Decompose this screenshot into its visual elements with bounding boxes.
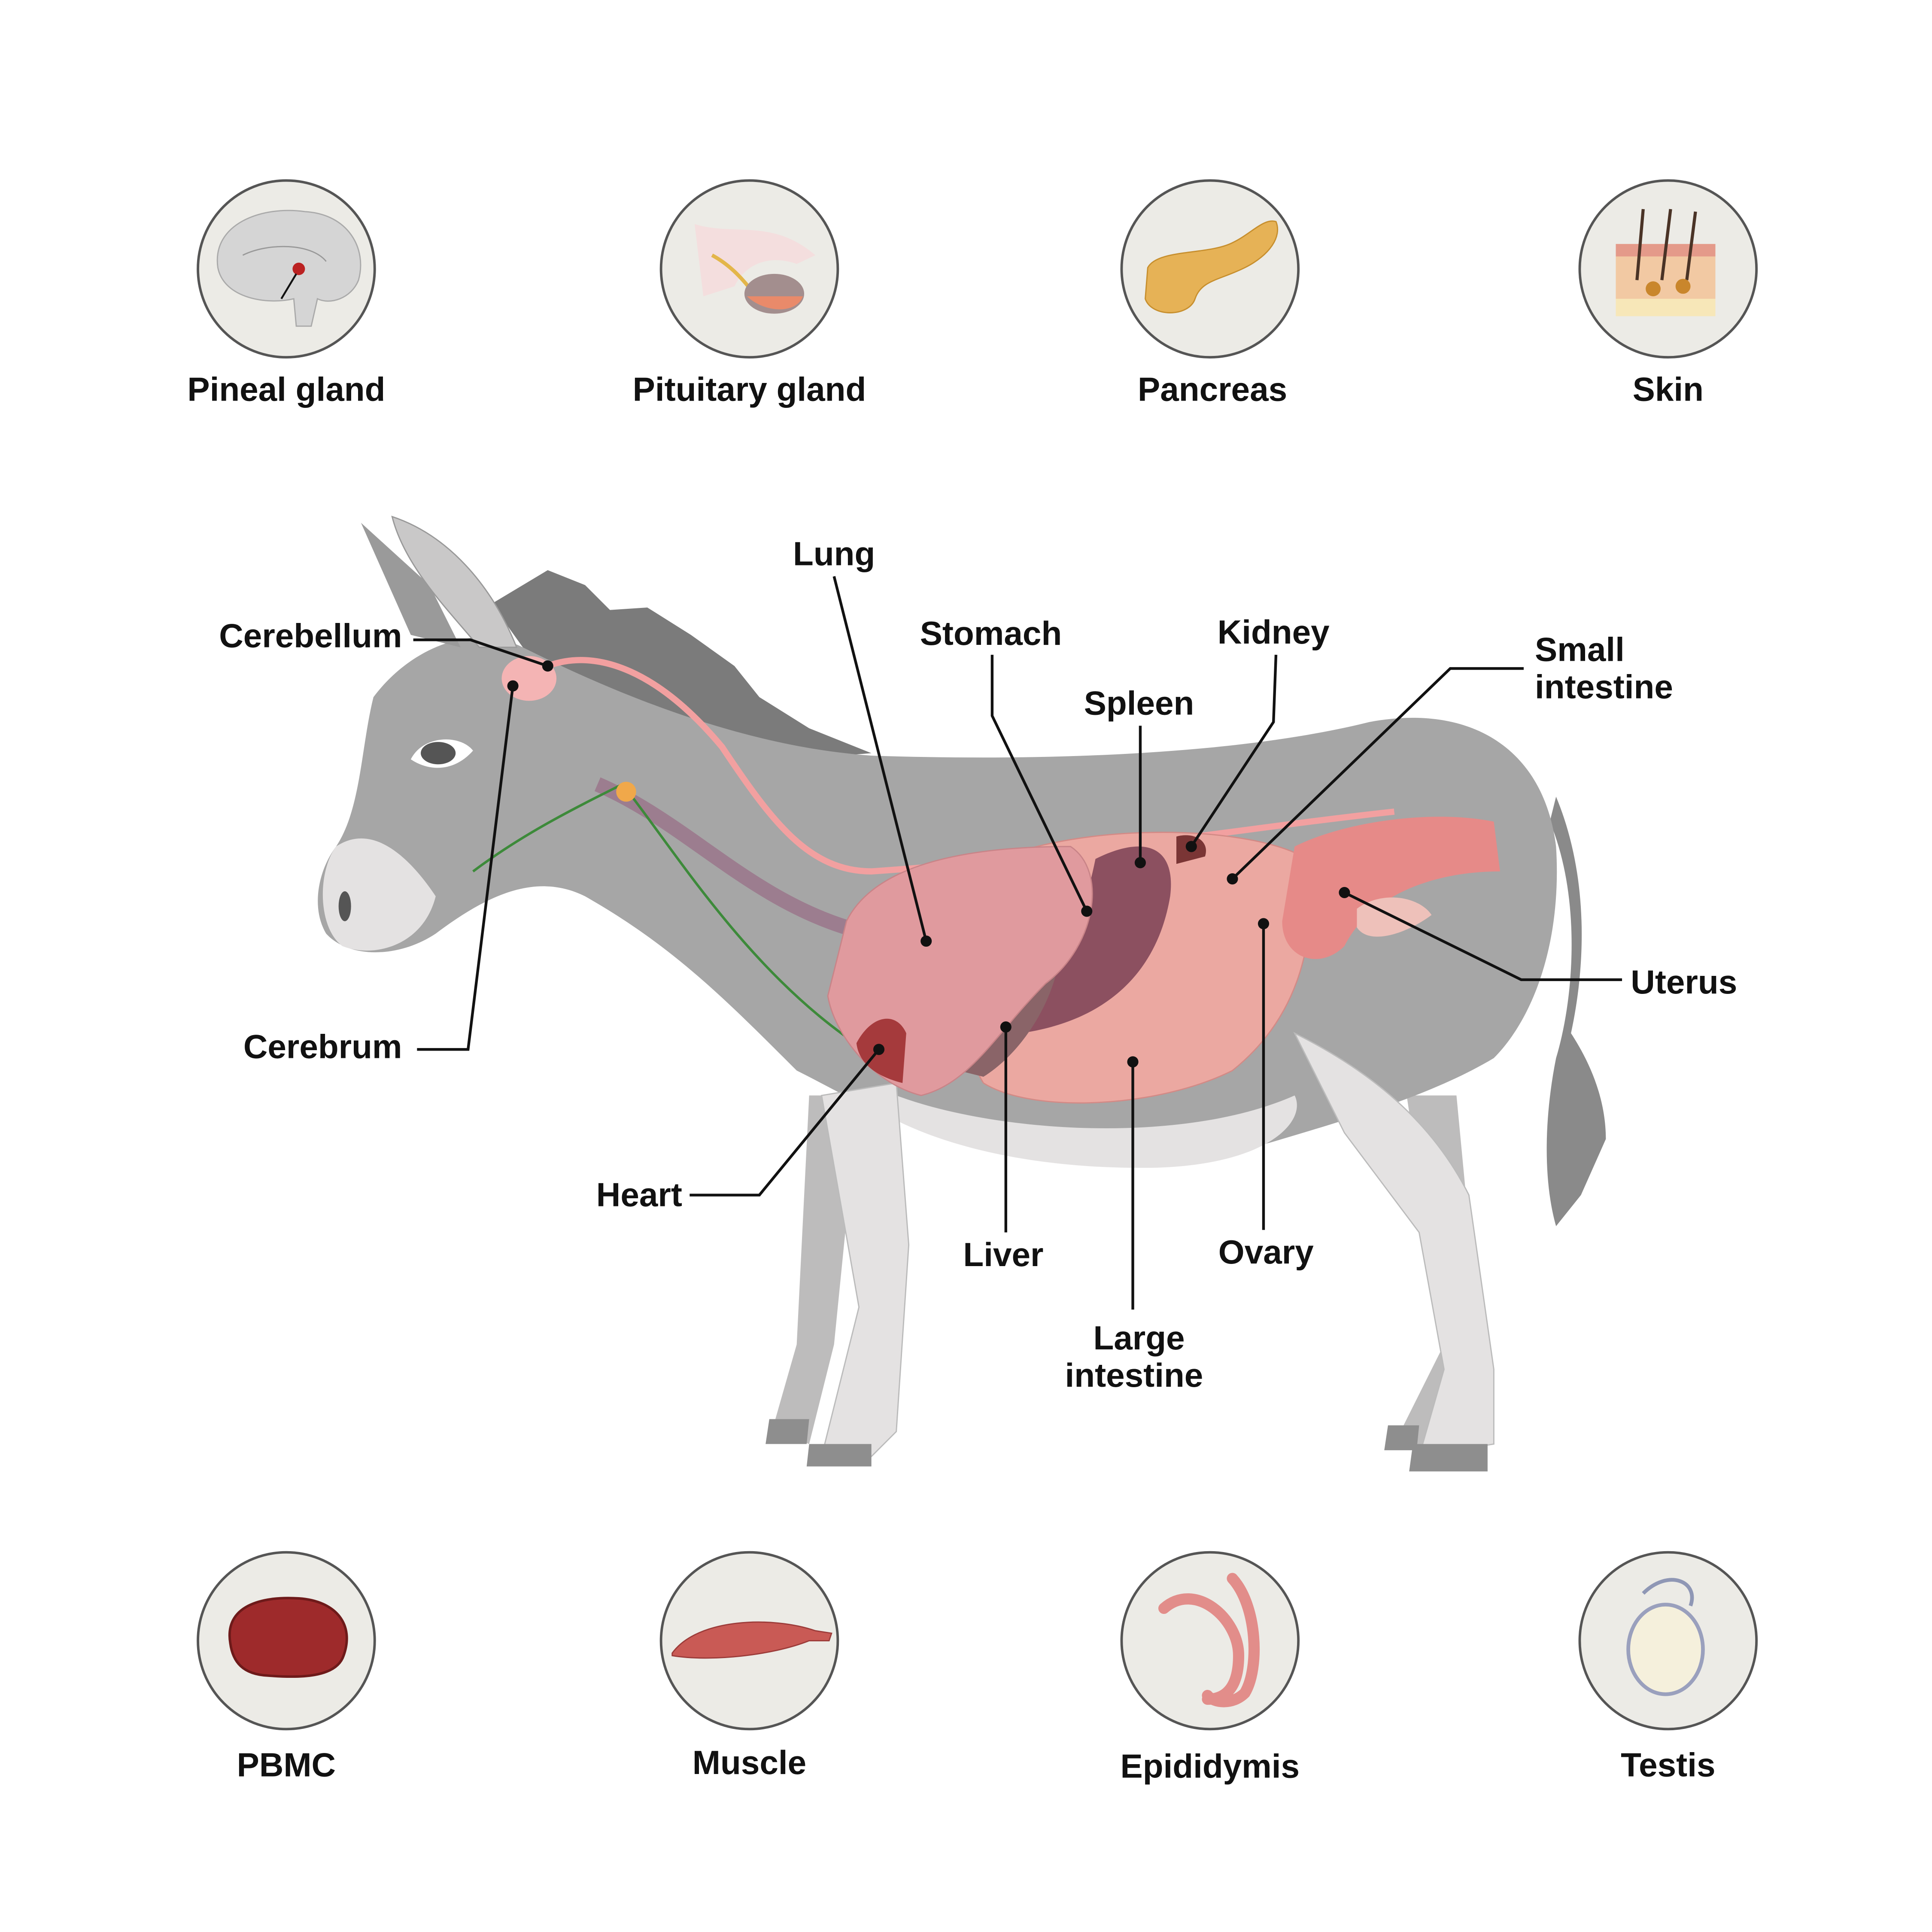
spleen-organ bbox=[1021, 846, 1171, 1033]
muscle-icon bbox=[671, 1621, 832, 1659]
tissue-pineal-gland: Pineal gland bbox=[187, 179, 385, 408]
hind-leg bbox=[1293, 1032, 1495, 1458]
hooves bbox=[766, 1419, 1488, 1472]
skin-icon bbox=[1616, 209, 1716, 316]
callout-liver: Liver bbox=[963, 1021, 1044, 1273]
label-heart: Heart bbox=[596, 1176, 682, 1214]
label-testis: Testis bbox=[1621, 1746, 1715, 1784]
label-ovary: Ovary bbox=[1218, 1233, 1314, 1271]
callout-heart: Heart bbox=[596, 1044, 885, 1214]
lymph-nodes bbox=[472, 783, 860, 1047]
tissue-testis: Testis bbox=[1578, 1551, 1758, 1784]
tissue-pbmc: PBMC bbox=[197, 1551, 376, 1784]
donkey-illustration bbox=[318, 516, 1606, 1472]
label-small-intestine-line2: intestine bbox=[1535, 668, 1673, 706]
pancreas-icon bbox=[1145, 220, 1279, 313]
ear-left bbox=[361, 522, 461, 647]
label-liver: Liver bbox=[963, 1236, 1043, 1273]
tissue-epididymis: Epididymis bbox=[1120, 1551, 1300, 1785]
callout-small-intestine: Small intestine bbox=[1227, 631, 1673, 885]
mane bbox=[492, 570, 872, 759]
label-muscle: Muscle bbox=[693, 1744, 806, 1781]
eye-pupil bbox=[421, 742, 456, 765]
label-pancreas: Pancreas bbox=[1138, 371, 1287, 408]
label-cerebellum: Cerebellum bbox=[219, 617, 402, 655]
label-pineal-gland: Pineal gland bbox=[187, 371, 385, 408]
callout-kidney: Kidney bbox=[1185, 613, 1330, 852]
tissue-muscle: Muscle bbox=[659, 1551, 839, 1781]
uterus-organ bbox=[1282, 817, 1500, 959]
label-skin: Skin bbox=[1633, 371, 1704, 408]
testis-icon bbox=[1626, 1578, 1705, 1696]
nostril bbox=[338, 891, 351, 921]
callout-cerebrum: Cerebrum bbox=[243, 680, 519, 1066]
tail bbox=[1546, 796, 1606, 1226]
tissue-pancreas: Pancreas bbox=[1120, 179, 1300, 408]
callout-lung: Lung bbox=[793, 535, 932, 947]
label-pbmc: PBMC bbox=[237, 1746, 336, 1784]
brain-icon bbox=[216, 210, 361, 327]
label-large-intestine-line1: Large bbox=[1093, 1319, 1185, 1357]
pituitary-icon bbox=[694, 224, 816, 314]
badge-circle bbox=[659, 179, 839, 359]
muzzle bbox=[322, 838, 436, 951]
label-kidney: Kidney bbox=[1218, 613, 1330, 651]
thyroid bbox=[616, 781, 636, 802]
ear-right bbox=[391, 516, 518, 648]
callout-ovary: Ovary bbox=[1218, 918, 1314, 1271]
tissue-pituitary-gland: Pituitary gland bbox=[633, 179, 866, 408]
label-pituitary-gland: Pituitary gland bbox=[633, 371, 866, 408]
label-small-intestine-line1: Small bbox=[1535, 631, 1625, 668]
callout-uterus: Uterus bbox=[1339, 887, 1737, 1001]
label-cerebrum: Cerebrum bbox=[243, 1028, 402, 1066]
tissue-skin: Skin bbox=[1578, 179, 1758, 408]
callout-cerebellum: Cerebellum bbox=[219, 617, 553, 672]
label-large-intestine-line2: intestine bbox=[1065, 1356, 1203, 1394]
label-spleen: Spleen bbox=[1084, 684, 1194, 722]
label-lung: Lung bbox=[793, 535, 875, 572]
label-uterus: Uterus bbox=[1631, 963, 1737, 1001]
trachea bbox=[594, 777, 849, 935]
callout-large-intestine: Large intestine bbox=[1065, 1056, 1203, 1394]
label-stomach: Stomach bbox=[920, 614, 1062, 652]
callout-spleen: Spleen bbox=[1084, 684, 1194, 869]
callout-stomach: Stomach bbox=[920, 614, 1093, 917]
label-epididymis: Epididymis bbox=[1121, 1747, 1300, 1785]
epididymis-icon bbox=[1158, 1573, 1260, 1707]
belly bbox=[896, 1095, 1297, 1168]
blood-cell-icon bbox=[228, 1597, 348, 1678]
